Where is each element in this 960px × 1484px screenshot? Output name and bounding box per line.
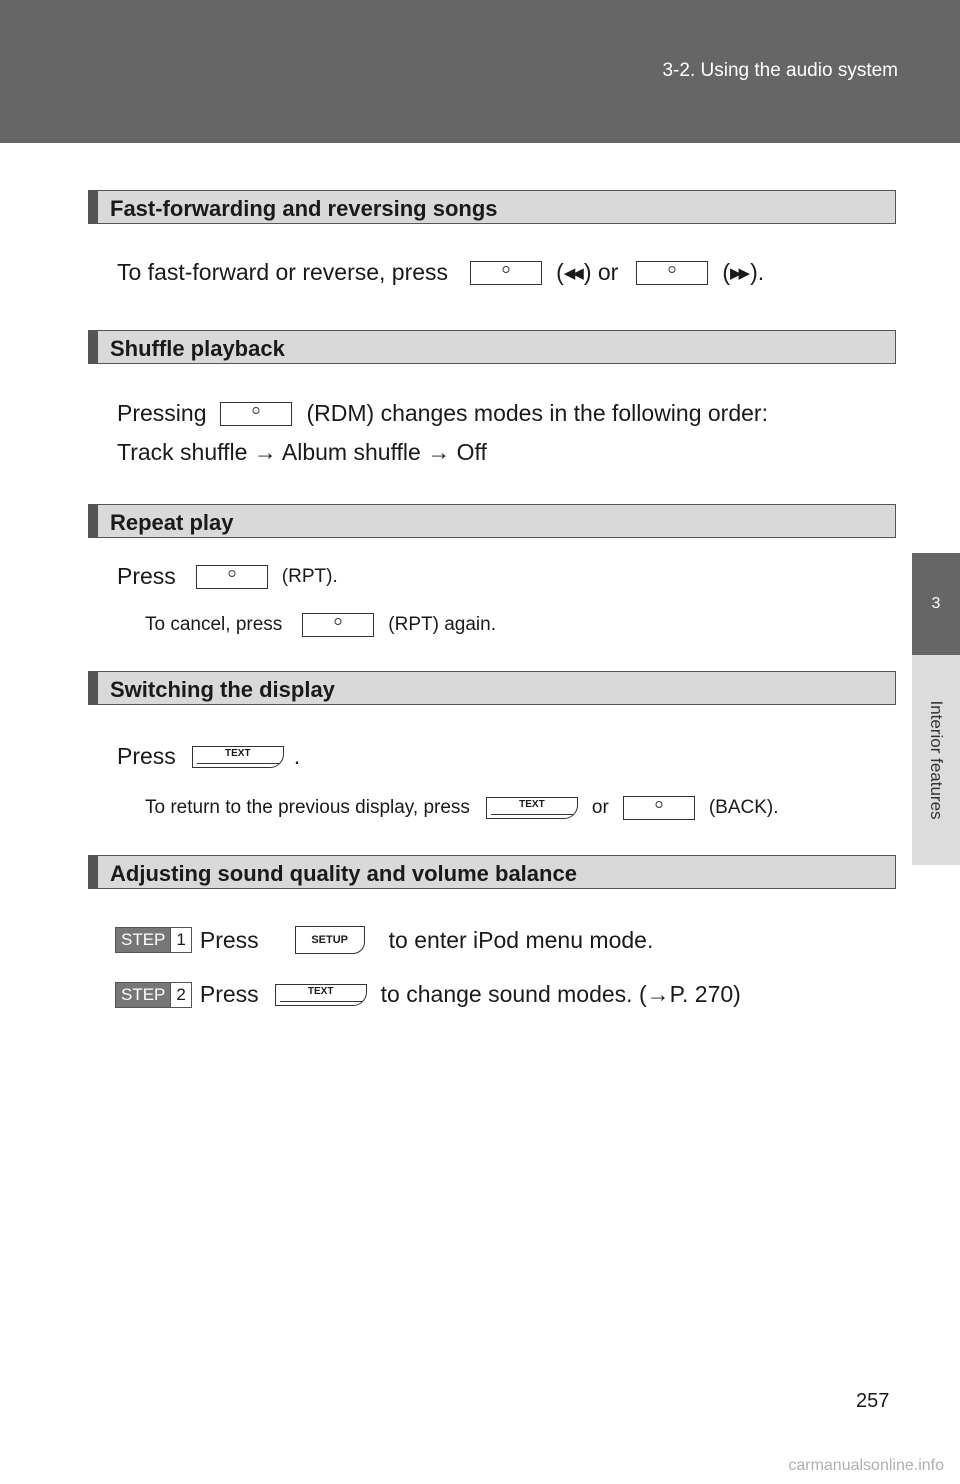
shuffle-instruction: Pressing (RDM) changes modes in the foll… bbox=[117, 400, 768, 426]
rpt-button-icon bbox=[195, 564, 268, 589]
section-heading-display: Switching the display bbox=[88, 671, 896, 705]
fast-forward-icon: ▶▶ bbox=[729, 264, 750, 282]
back-button-icon bbox=[622, 796, 695, 820]
step-2: STEP 2 Press TEXT to change sound modes.… bbox=[115, 981, 741, 1008]
section-heading-repeat: Repeat play bbox=[88, 504, 896, 538]
text-button-icon: TEXT bbox=[485, 797, 578, 819]
section-heading-fast-forward: Fast-forwarding and reversing songs bbox=[88, 190, 896, 224]
step-1: STEP 1 Press SETUP to enter iPod menu mo… bbox=[115, 926, 653, 954]
rpt-button-icon bbox=[302, 613, 375, 637]
page-header: 3-2. Using the audio system bbox=[0, 0, 960, 143]
page-number: 257 bbox=[856, 1390, 890, 1412]
rewind-icon: ◀◀ bbox=[563, 264, 584, 282]
setup-button-icon: SETUP bbox=[294, 926, 365, 954]
seek-button-icon bbox=[470, 260, 543, 285]
header-title: 3-2. Using the audio system bbox=[662, 60, 898, 81]
text-button-icon: TEXT bbox=[191, 745, 284, 768]
step-badge: STEP 2 bbox=[115, 981, 192, 1008]
seek-button-icon bbox=[636, 260, 709, 285]
repeat-cancel-note: To cancel, press (RPT) again. bbox=[145, 613, 496, 637]
text-button-icon: TEXT bbox=[274, 983, 367, 1006]
display-instruction: Press TEXT . bbox=[117, 743, 301, 769]
chapter-tab-label: Interior features bbox=[912, 655, 960, 865]
display-return-note: To return to the previous display, press… bbox=[145, 796, 779, 820]
rdm-button-icon bbox=[220, 401, 293, 426]
repeat-instruction: Press (RPT). bbox=[117, 563, 338, 589]
section-heading-shuffle: Shuffle playback bbox=[88, 330, 896, 364]
step-badge: STEP 1 bbox=[115, 927, 192, 953]
section-heading-sound: Adjusting sound quality and volume balan… bbox=[88, 855, 896, 889]
watermark: carmanualsonline.info bbox=[788, 1457, 944, 1474]
chapter-tab-text: Interior features bbox=[927, 700, 946, 820]
ff-instruction: To fast-forward or reverse, press ( ◀◀ )… bbox=[117, 259, 765, 285]
chapter-tab-number: 3 bbox=[912, 553, 960, 655]
shuffle-order: Track shuffle → Album shuffle → Off bbox=[117, 439, 487, 465]
